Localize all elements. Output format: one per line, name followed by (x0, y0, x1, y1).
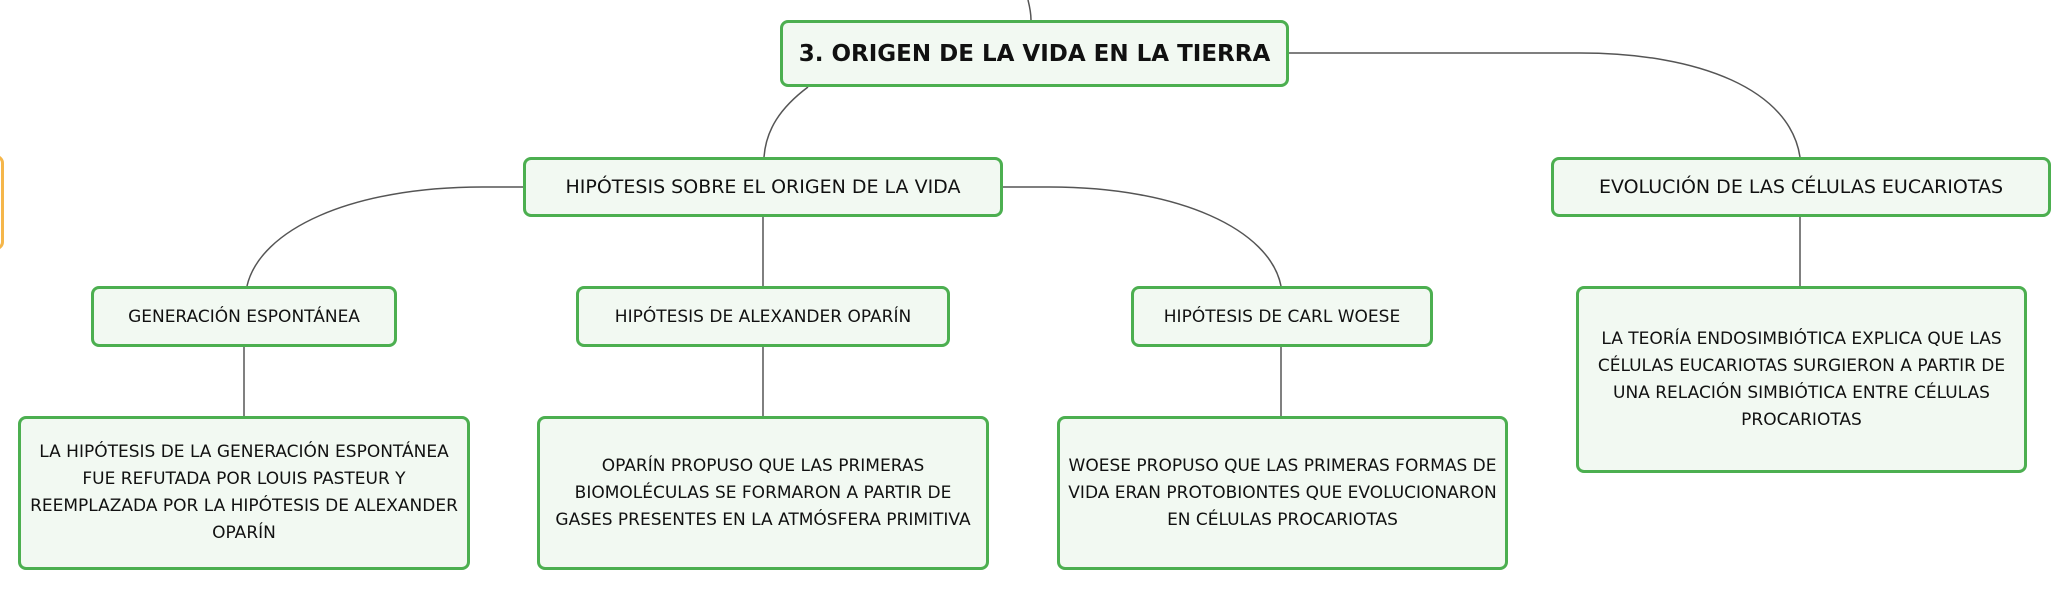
partial-offscreen-node (0, 155, 4, 250)
generacion-detail-text: LA HIPÓTESIS DE LA GENERACIÓN ESPONTÁNEA… (30, 442, 458, 543)
generacion-espontanea-label: GENERACIÓN ESPONTÁNEA (128, 306, 360, 327)
oparin-detail-text: OPARÍN PROPUSO QUE LAS PRIMERAS BIOMOLÉC… (555, 455, 971, 530)
connector-root-hipotesis (763, 86, 809, 158)
connector-hipotesis-woese (1003, 186, 1282, 287)
connector-hipotesis-generacion (246, 186, 523, 287)
oparin-detail-node[interactable]: OPARÍN PROPUSO QUE LAS PRIMERAS BIOMOLÉC… (537, 416, 989, 570)
root-node[interactable]: 3. ORIGEN DE LA VIDA EN LA TIERRA (780, 20, 1289, 87)
evolucion-detail-text: LA TEORÍA ENDOSIMBIÓTICA EXPLICA QUE LAS… (1597, 328, 2006, 430)
branch-evolucion-node[interactable]: EVOLUCIÓN DE LAS CÉLULAS EUCARIOTAS (1551, 157, 2051, 217)
woese-detail-node[interactable]: WOESE PROPUSO QUE LAS PRIMERAS FORMAS DE… (1057, 416, 1508, 570)
connector-root-evolucion (1289, 52, 1801, 158)
branch-hipotesis-node[interactable]: HIPÓTESIS SOBRE EL ORIGEN DE LA VIDA (523, 157, 1003, 217)
branch-evolucion-label: EVOLUCIÓN DE LAS CÉLULAS EUCARIOTAS (1598, 176, 2004, 198)
evolucion-detail-node[interactable]: LA TEORÍA ENDOSIMBIÓTICA EXPLICA QUE LAS… (1576, 286, 2027, 473)
woese-detail-text: WOESE PROPUSO QUE LAS PRIMERAS FORMAS DE… (1068, 455, 1497, 530)
generacion-detail-node[interactable]: LA HIPÓTESIS DE LA GENERACIÓN ESPONTÁNEA… (18, 416, 470, 570)
hipotesis-woese-label: HIPÓTESIS DE CARL WOESE (1163, 306, 1401, 327)
connector-parent-root (1027, 0, 1032, 21)
branch-hipotesis-label: HIPÓTESIS SOBRE EL ORIGEN DE LA VIDA (565, 176, 961, 198)
hipotesis-oparin-label: HIPÓTESIS DE ALEXANDER OPARÍN (614, 306, 912, 327)
hipotesis-oparin-node[interactable]: HIPÓTESIS DE ALEXANDER OPARÍN (576, 286, 950, 347)
root-label: 3. ORIGEN DE LA VIDA EN LA TIERRA (798, 40, 1271, 67)
generacion-espontanea-node[interactable]: GENERACIÓN ESPONTÁNEA (91, 286, 397, 347)
hipotesis-woese-node[interactable]: HIPÓTESIS DE CARL WOESE (1131, 286, 1433, 347)
